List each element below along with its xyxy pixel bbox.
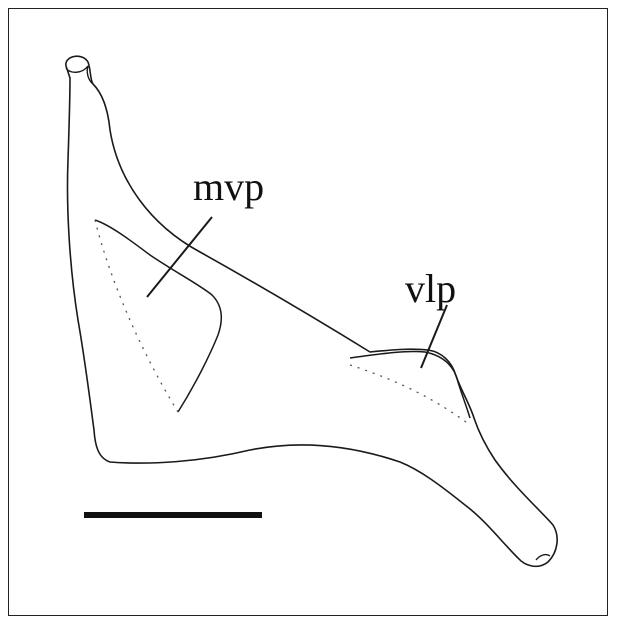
vlp-process-dotted-edge bbox=[350, 365, 470, 425]
tip-cap bbox=[66, 66, 88, 72]
vlp-process-outline bbox=[350, 351, 470, 418]
mvp-label: mvp bbox=[193, 164, 264, 209]
mvp-leader-line bbox=[147, 217, 212, 297]
mvp-process-outline bbox=[95, 220, 221, 412]
distal-tip-detail bbox=[536, 555, 550, 560]
vlp-label: vlp bbox=[405, 266, 456, 311]
mvp-process-dotted-edge bbox=[95, 220, 178, 412]
structure-outline bbox=[66, 56, 557, 566]
